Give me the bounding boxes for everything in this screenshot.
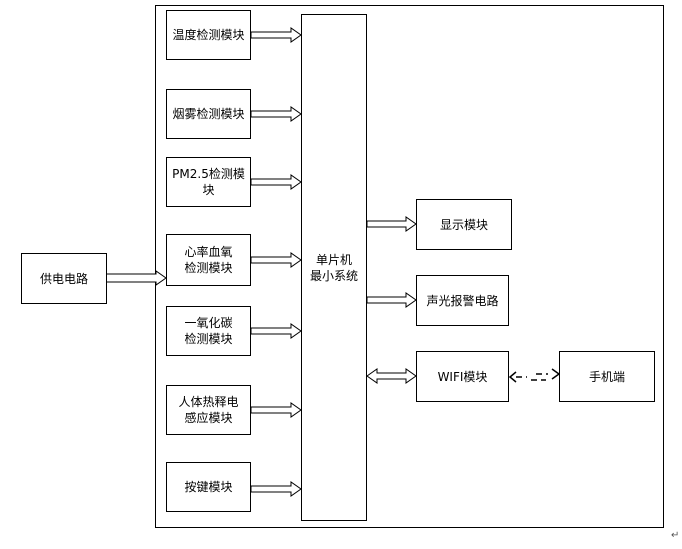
wireless-link (508, 368, 561, 383)
input-module-label: 人体热释电 感应模块 (178, 395, 239, 425)
phone-block: 手机端 (559, 351, 655, 402)
input-module-heart-rate-spo2: 心率血氧 检测模块 (166, 234, 251, 286)
input-module-pir: 人体热释电 感应模块 (166, 385, 251, 435)
arrow-input-7 (250, 481, 302, 497)
arrow-power-to-inputs (105, 270, 167, 286)
input-module-temperature: 温度检测模块 (166, 10, 251, 60)
input-module-label: 烟雾检测模块 (172, 107, 245, 121)
arrow-input-5 (250, 323, 302, 339)
input-module-label: 温度检测模块 (172, 28, 245, 42)
mcu-label: 单片机 最小系统 (309, 252, 358, 283)
wifi-module-label: WIFI模块 (437, 369, 488, 384)
power-supply-block: 供电电路 (21, 253, 107, 304)
input-module-label: 一氧化碳 检测模块 (184, 316, 233, 346)
return-mark: ↵ (671, 530, 680, 541)
input-module-label: 心率血氧 检测模块 (184, 245, 233, 275)
arrow-mcu-to-display (366, 216, 417, 232)
mcu-block: 单片机 最小系统 (301, 14, 367, 521)
input-module-label: PM2.5检测模块 (172, 167, 245, 197)
alarm-circuit-block: 声光报警电路 (416, 275, 509, 326)
input-module-pm25: PM2.5检测模块 (166, 157, 251, 207)
phone-label: 手机端 (588, 369, 625, 384)
arrow-input-2 (250, 106, 302, 122)
arrow-input-1 (250, 27, 302, 43)
arrow-input-6 (250, 402, 302, 418)
alarm-circuit-label: 声光报警电路 (426, 293, 499, 308)
input-module-label: 按键模块 (184, 480, 233, 494)
display-module-label: 显示模块 (439, 217, 488, 232)
arrow-mcu-to-alarm (366, 292, 417, 308)
system-frame (155, 5, 664, 528)
input-module-keys: 按键模块 (166, 462, 251, 512)
display-module-block: 显示模块 (416, 199, 512, 250)
arrow-mcu-wifi-bidirectional (366, 368, 417, 384)
arrow-input-4 (250, 252, 302, 268)
input-module-co: 一氧化碳 检测模块 (166, 306, 251, 356)
power-supply-label: 供电电路 (39, 271, 88, 286)
wifi-module-block: WIFI模块 (416, 351, 509, 402)
input-module-smoke: 烟雾检测模块 (166, 89, 251, 139)
arrow-input-3 (250, 174, 302, 190)
